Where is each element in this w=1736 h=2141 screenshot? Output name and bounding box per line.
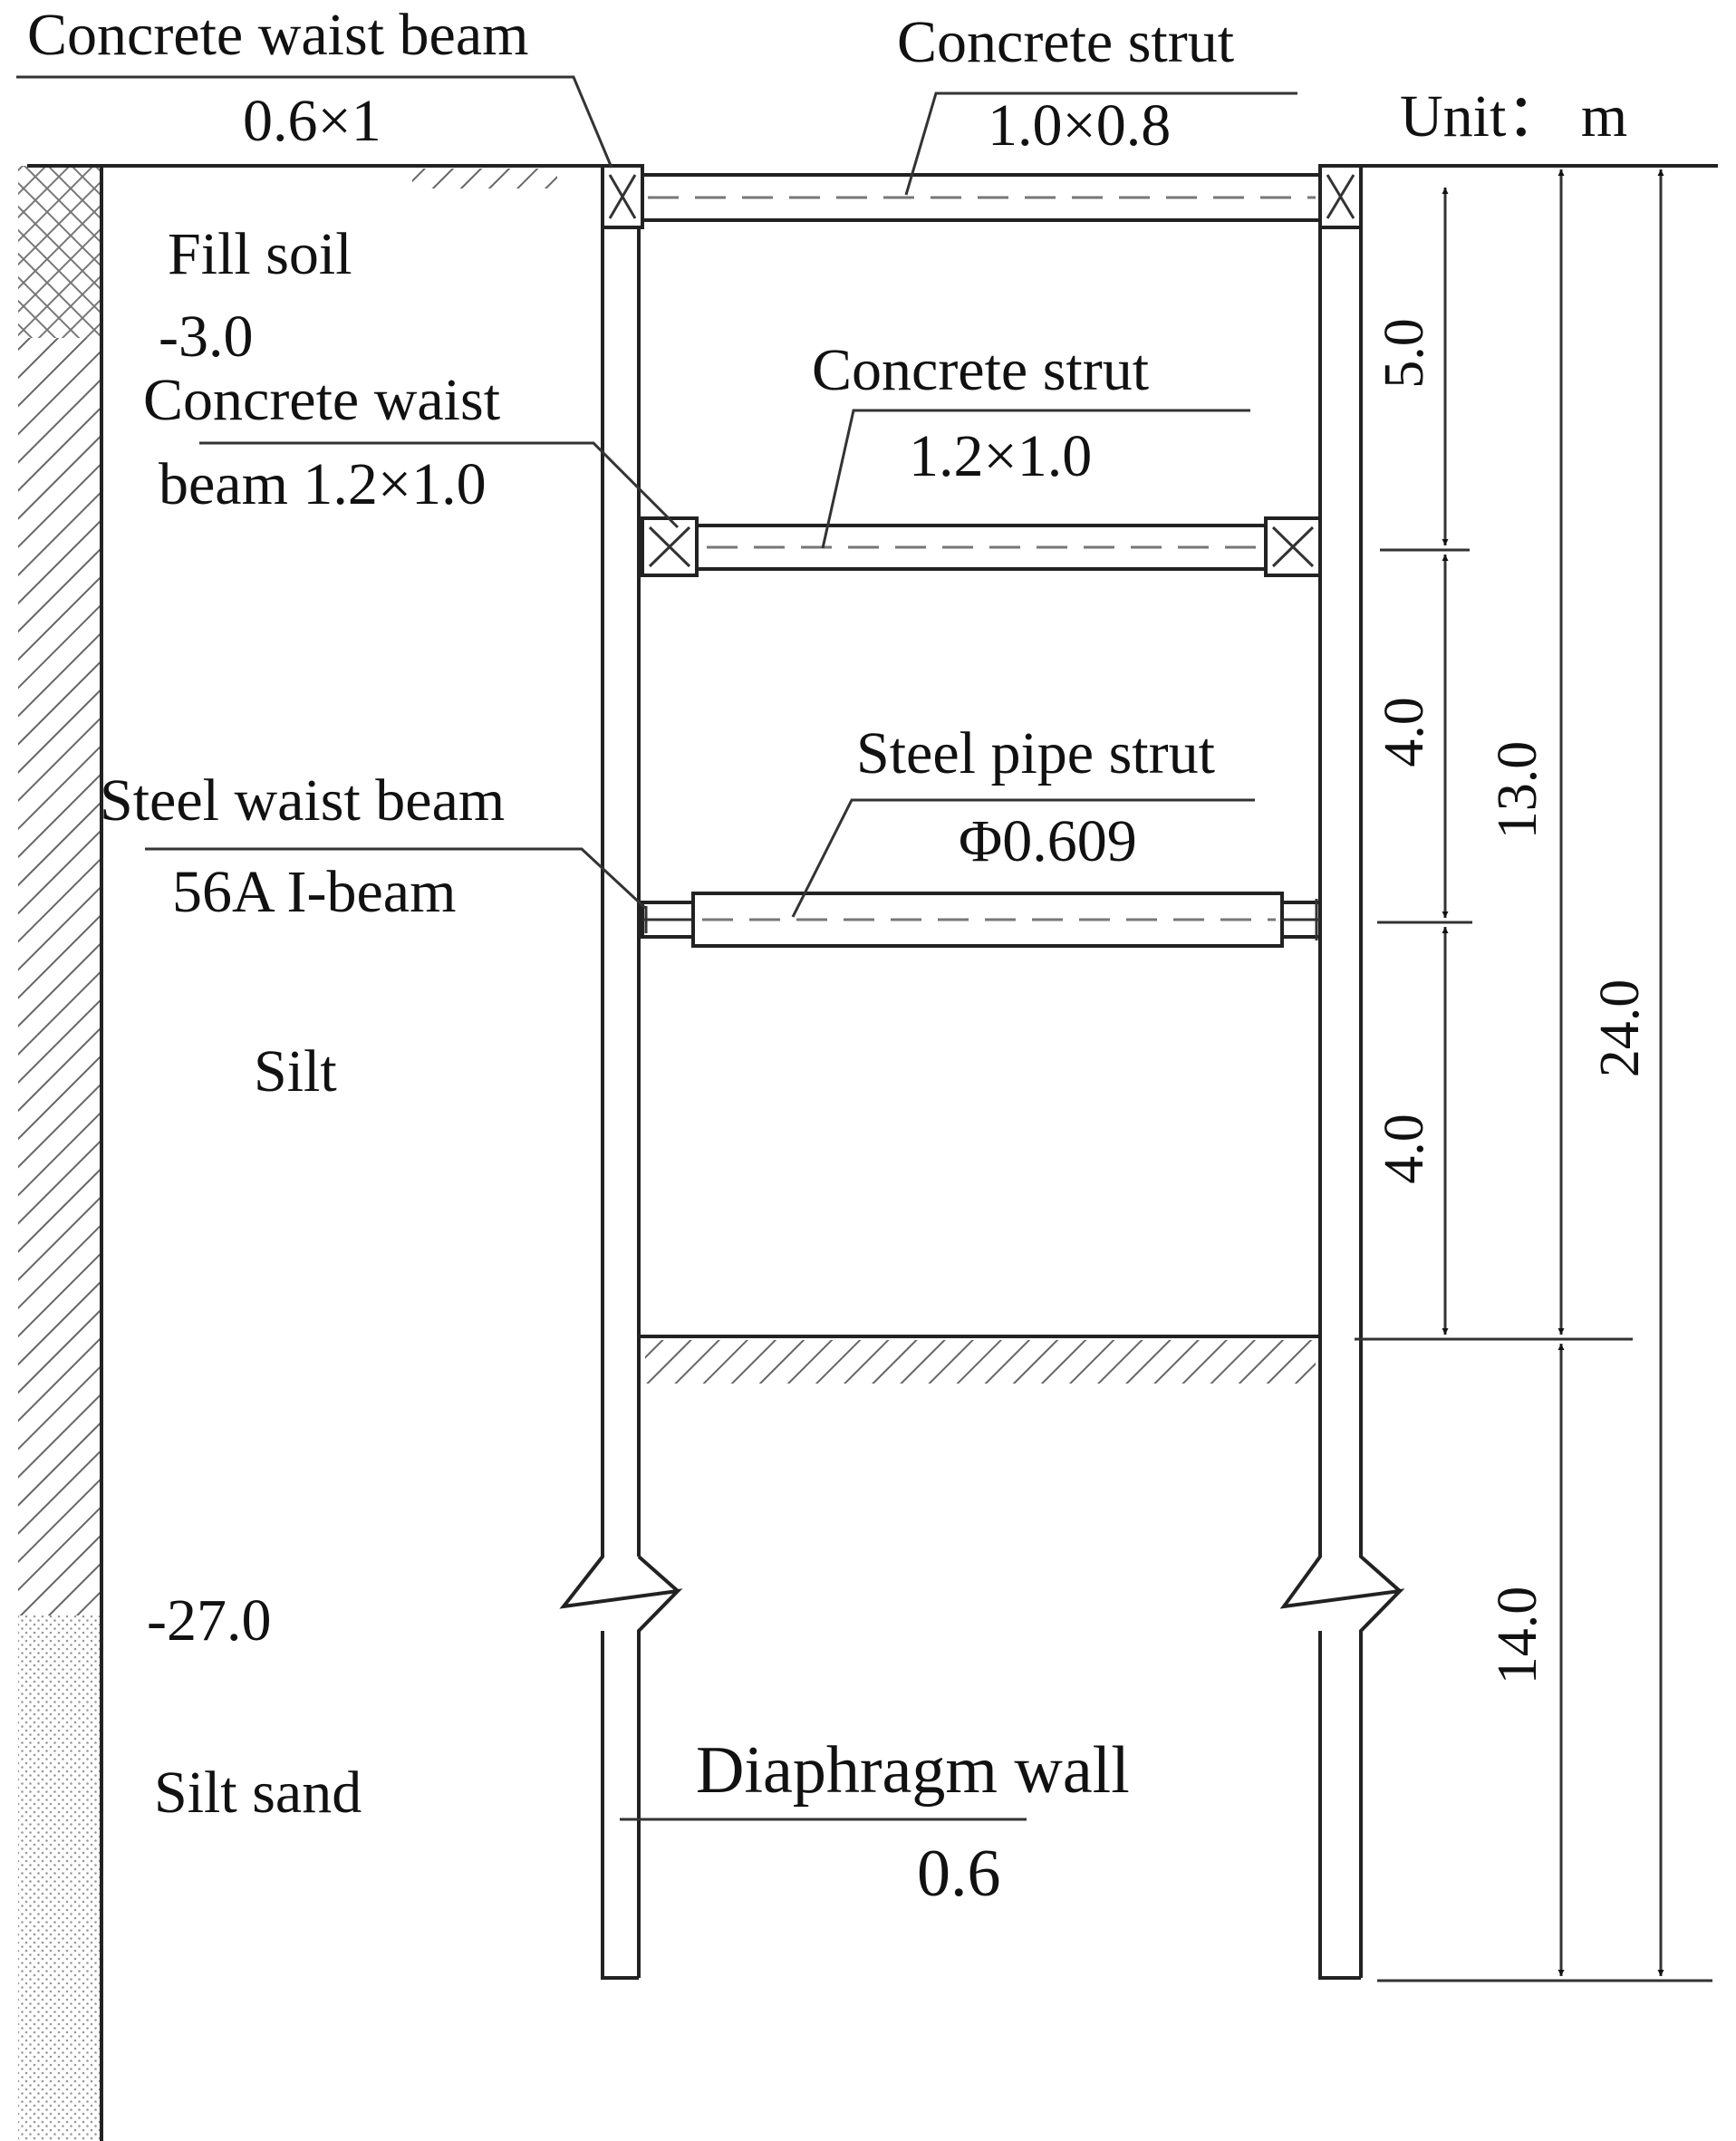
dim-label-5: 5.0 [1374, 318, 1435, 389]
excavation-bottom-hatch [645, 1340, 1316, 1384]
fill-soil-label: Fill soil [168, 221, 352, 287]
third-support-level [641, 892, 1322, 948]
mid-waist-beam-label-2: beam 1.2×1.0 [159, 451, 487, 517]
dimension-lines [1355, 169, 1712, 1982]
silt-sand-label: Silt sand [154, 1760, 362, 1826]
unit-label: Unit： m [1400, 83, 1627, 149]
top-waist-beam-size: 0.6×1 [243, 88, 381, 154]
mid-strut-size: 1.2×1.0 [909, 423, 1092, 489]
dim-label-4a: 4.0 [1374, 697, 1435, 767]
steel-strut-size: Φ0.609 [959, 808, 1137, 874]
silt-layer [18, 338, 101, 1615]
fill-soil-layer [18, 166, 101, 338]
silt-label: Silt [254, 1038, 337, 1104]
dim-label-13: 13.0 [1487, 741, 1548, 840]
dim-label-14: 14.0 [1487, 1586, 1548, 1685]
dim-label-4b: 4.0 [1374, 1114, 1435, 1184]
mid-strut-label: Concrete strut [812, 337, 1149, 403]
soil-column [18, 166, 103, 2141]
steel-waist-beam-size: 56A I-beam [172, 859, 456, 925]
steel-strut-label: Steel pipe strut [856, 720, 1215, 786]
top-strut-label: Concrete strut [897, 9, 1234, 75]
top-support-level [601, 164, 1363, 229]
silt-sand-layer [18, 1615, 101, 2141]
diaphragm-wall-label: Diaphragm wall [696, 1733, 1130, 1808]
steel-waist-beam-label: Steel waist beam [100, 767, 505, 834]
leader-lines [16, 75, 1297, 1821]
mid-waist-beam-label-1: Concrete waist [143, 367, 500, 433]
dim-label-24: 24.0 [1589, 979, 1651, 1078]
diaphragm-wall-thickness: 0.6 [917, 1837, 1001, 1911]
top-waist-beam-label: Concrete waist beam [27, 2, 528, 68]
fill-soil-level: -3.0 [159, 304, 253, 370]
diaphragm-wall-left [559, 164, 683, 1980]
diaphragm-wall-right [1279, 166, 1405, 1980]
silt-level: -27.0 [147, 1587, 271, 1654]
top-strut-size: 1.0×0.8 [988, 92, 1171, 159]
second-support-level [641, 516, 1322, 577]
ground-surface-hatch [412, 169, 557, 188]
